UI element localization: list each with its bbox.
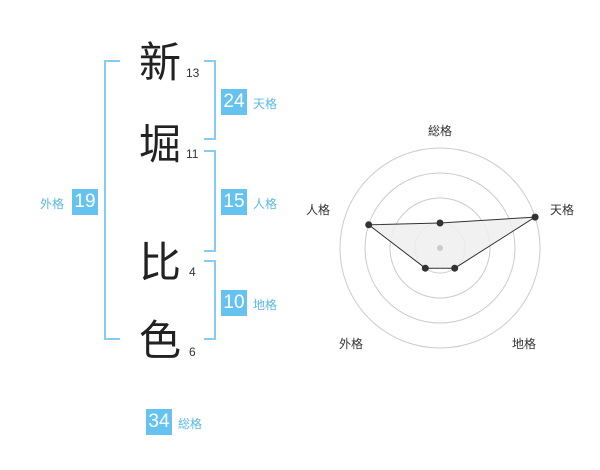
soukaku-value: 34	[146, 409, 172, 435]
jinkaku-value: 15	[221, 189, 247, 215]
stroke-count-3: 4	[189, 265, 196, 279]
radar-label-chikaku: 地格	[511, 337, 536, 351]
name-char-2: 堀	[138, 120, 181, 169]
radar-label-soukaku: 総格	[427, 124, 452, 138]
radar-series-area	[367, 216, 536, 269]
stroke-count-2: 11	[186, 147, 199, 161]
radar-point-3	[451, 264, 459, 272]
radar-label-gaikaku: 外格	[338, 337, 363, 351]
radar-grid-ring-4	[339, 147, 541, 349]
name-char-3: 比	[138, 238, 181, 287]
name-char-1: 新	[138, 38, 181, 87]
radar-grid-ring-3	[364, 172, 516, 324]
chikaku-value: 10	[221, 290, 247, 316]
chikaku-label: 地格	[253, 298, 278, 312]
radar-point-1	[436, 219, 444, 227]
radar-label-tenkaku: 天格	[549, 203, 574, 217]
stroke-count-4: 6	[189, 345, 196, 359]
tenkaku-label: 天格	[253, 97, 278, 111]
chikaku-bracket	[204, 260, 216, 340]
gaikaku-bracket	[104, 60, 120, 340]
radar-center-dot	[437, 245, 443, 251]
radar-chart	[339, 147, 541, 349]
name-char-4: 色	[138, 316, 181, 365]
stroke-count-1: 13	[186, 66, 200, 80]
radar-point-4	[421, 264, 429, 272]
tenkaku-bracket	[204, 60, 216, 140]
gaikaku-value: 19	[72, 189, 98, 215]
jinkaku-bracket	[204, 150, 216, 252]
radar-point-2	[531, 213, 539, 221]
tenkaku-value: 24	[221, 89, 247, 115]
soukaku-label: 総格	[178, 417, 203, 431]
gaikaku-label: 外格	[40, 197, 65, 211]
jinkaku-label: 人格	[253, 197, 278, 211]
radar-label-jinkaku: 人格	[305, 203, 330, 217]
radar-point-5	[365, 221, 373, 229]
radar-grid-ring-2	[389, 197, 491, 299]
